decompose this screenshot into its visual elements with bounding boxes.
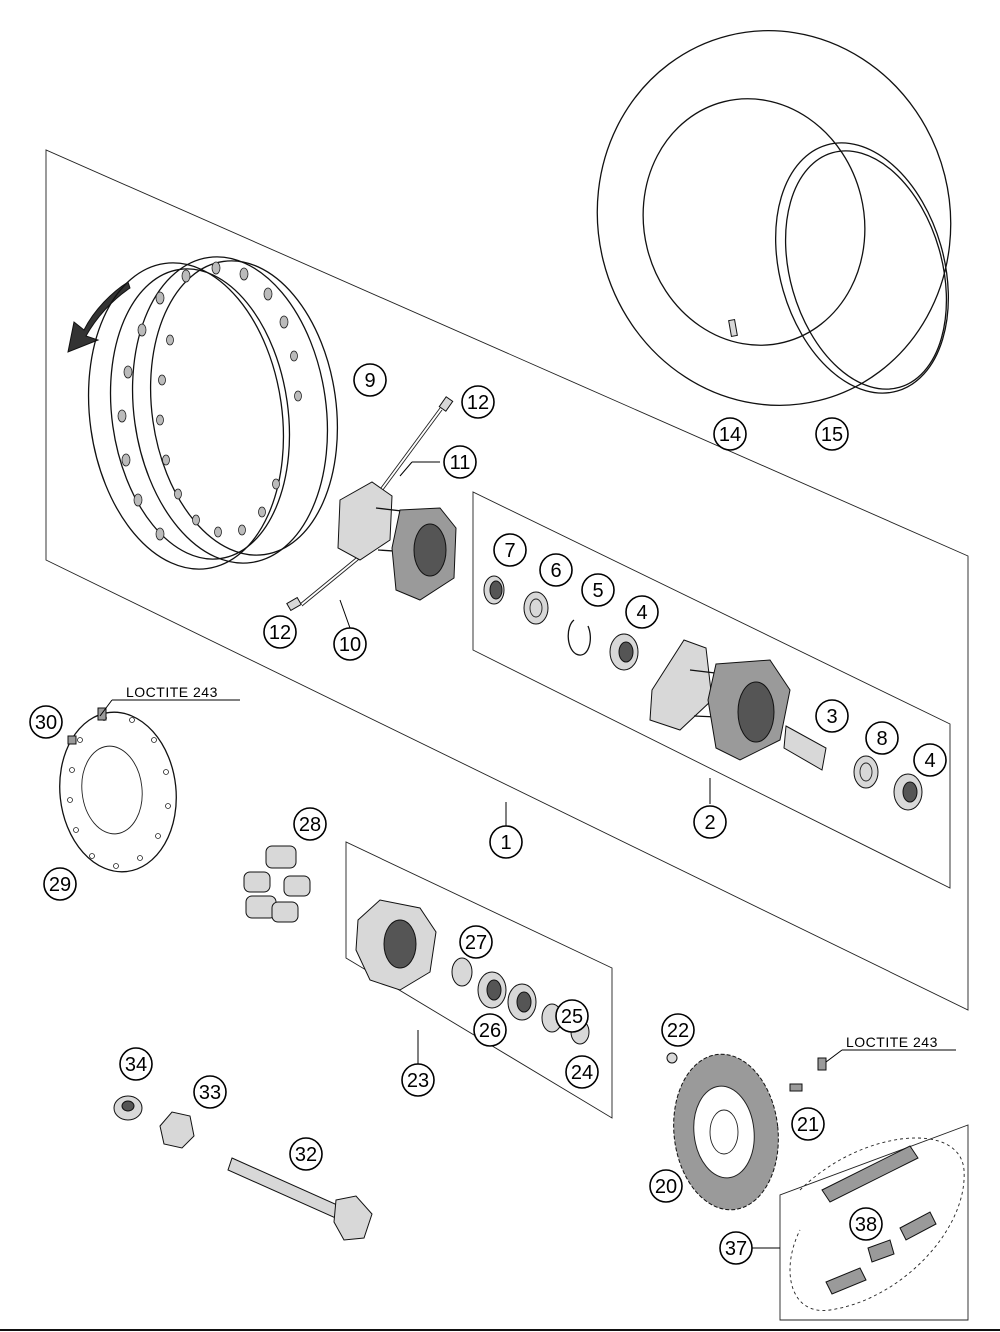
svg-text:28: 28 bbox=[299, 814, 321, 836]
callout-7: 7 bbox=[493, 533, 527, 567]
rim-drawing bbox=[87, 256, 339, 570]
callout-28: 28 bbox=[293, 807, 327, 841]
svg-text:27: 27 bbox=[465, 932, 487, 954]
svg-text:4: 4 bbox=[924, 750, 935, 772]
callout-24: 24 bbox=[565, 1055, 599, 1089]
svg-text:14: 14 bbox=[719, 424, 741, 446]
svg-text:25: 25 bbox=[561, 1006, 583, 1028]
callout-11: 11 bbox=[443, 445, 477, 479]
svg-text:2: 2 bbox=[704, 812, 715, 834]
callout-33: 33 bbox=[193, 1075, 227, 1109]
callout-6: 6 bbox=[539, 553, 573, 587]
svg-text:11: 11 bbox=[450, 452, 471, 474]
tube-and-rimband-drawing bbox=[596, 30, 952, 406]
svg-text:1: 1 bbox=[500, 832, 511, 854]
svg-text:6: 6 bbox=[550, 560, 561, 582]
callout-22: 22 bbox=[661, 1013, 695, 1047]
svg-text:8: 8 bbox=[876, 728, 887, 750]
callout-5: 5 bbox=[581, 573, 615, 607]
svg-text:26: 26 bbox=[479, 1020, 501, 1042]
svg-text:22: 22 bbox=[667, 1020, 689, 1042]
svg-text:12: 12 bbox=[269, 622, 291, 644]
callout-30: 30 bbox=[29, 705, 63, 739]
sprocket-carrier-drawing bbox=[355, 899, 590, 1045]
leader-lines bbox=[99, 461, 956, 1249]
svg-text:30: 30 bbox=[35, 712, 57, 734]
svg-text:38: 38 bbox=[855, 1214, 877, 1236]
damper-drawing bbox=[243, 845, 311, 923]
callout-25: 25 bbox=[555, 999, 589, 1033]
callout-27: 27 bbox=[459, 925, 493, 959]
hub-parts-drawing bbox=[483, 575, 923, 811]
svg-text:32: 32 bbox=[295, 1144, 317, 1166]
svg-text:23: 23 bbox=[407, 1070, 429, 1092]
callout-12-upper: 12 bbox=[461, 385, 495, 419]
svg-text:29: 29 bbox=[49, 874, 71, 896]
callout-20: 20 bbox=[649, 1169, 683, 1203]
assembly-frame-carrier bbox=[345, 841, 613, 1119]
rear-sprocket-drawing bbox=[666, 1052, 779, 1211]
callout-15: 15 bbox=[815, 417, 849, 451]
callout-2: 2 bbox=[693, 805, 727, 839]
chain-drawing bbox=[789, 1137, 965, 1311]
svg-text:33: 33 bbox=[199, 1082, 221, 1104]
svg-text:15: 15 bbox=[821, 424, 843, 446]
svg-text:24: 24 bbox=[571, 1062, 593, 1084]
axle-parts-drawing bbox=[113, 1095, 373, 1241]
loctite-label-left: LOCTITE 243 bbox=[126, 684, 218, 700]
callout-4-lower: 4 bbox=[913, 743, 947, 777]
hub-drawing-upper bbox=[337, 481, 457, 601]
assembly-frame-hub bbox=[472, 491, 951, 889]
callout-10: 10 bbox=[333, 627, 367, 661]
callout-26: 26 bbox=[473, 1013, 507, 1047]
svg-text:7: 7 bbox=[504, 540, 515, 562]
svg-text:3: 3 bbox=[826, 706, 837, 728]
callout-4-upper: 4 bbox=[625, 595, 659, 629]
svg-text:37: 37 bbox=[725, 1238, 747, 1260]
callout-21: 21 bbox=[791, 1107, 825, 1141]
svg-text:4: 4 bbox=[636, 602, 647, 624]
svg-text:21: 21 bbox=[797, 1114, 819, 1136]
callout-3: 3 bbox=[815, 699, 849, 733]
brake-disc-drawing bbox=[59, 707, 177, 873]
callout-38: 38 bbox=[849, 1207, 883, 1241]
callout-23: 23 bbox=[401, 1063, 435, 1097]
callout-1: 1 bbox=[489, 825, 523, 859]
loctite-label-right: LOCTITE 243 bbox=[846, 1034, 938, 1050]
svg-text:12: 12 bbox=[467, 392, 489, 414]
callout-9: 9 bbox=[353, 363, 387, 397]
svg-text:10: 10 bbox=[339, 634, 361, 656]
svg-text:20: 20 bbox=[655, 1176, 677, 1198]
sprocket-bolt-drawing bbox=[789, 1057, 827, 1092]
callout-8: 8 bbox=[865, 721, 899, 755]
assembly-frame-wheel bbox=[45, 149, 969, 1011]
rotation-direction-arrow bbox=[67, 281, 131, 353]
svg-text:5: 5 bbox=[592, 580, 603, 602]
callout-12-lower: 12 bbox=[263, 615, 297, 649]
callout-34: 34 bbox=[119, 1047, 153, 1081]
callout-29: 29 bbox=[43, 867, 77, 901]
callout-14: 14 bbox=[713, 417, 747, 451]
callout-37: 37 bbox=[719, 1231, 753, 1265]
svg-text:34: 34 bbox=[125, 1054, 147, 1076]
callout-32: 32 bbox=[289, 1137, 323, 1171]
svg-text:9: 9 bbox=[364, 370, 375, 392]
